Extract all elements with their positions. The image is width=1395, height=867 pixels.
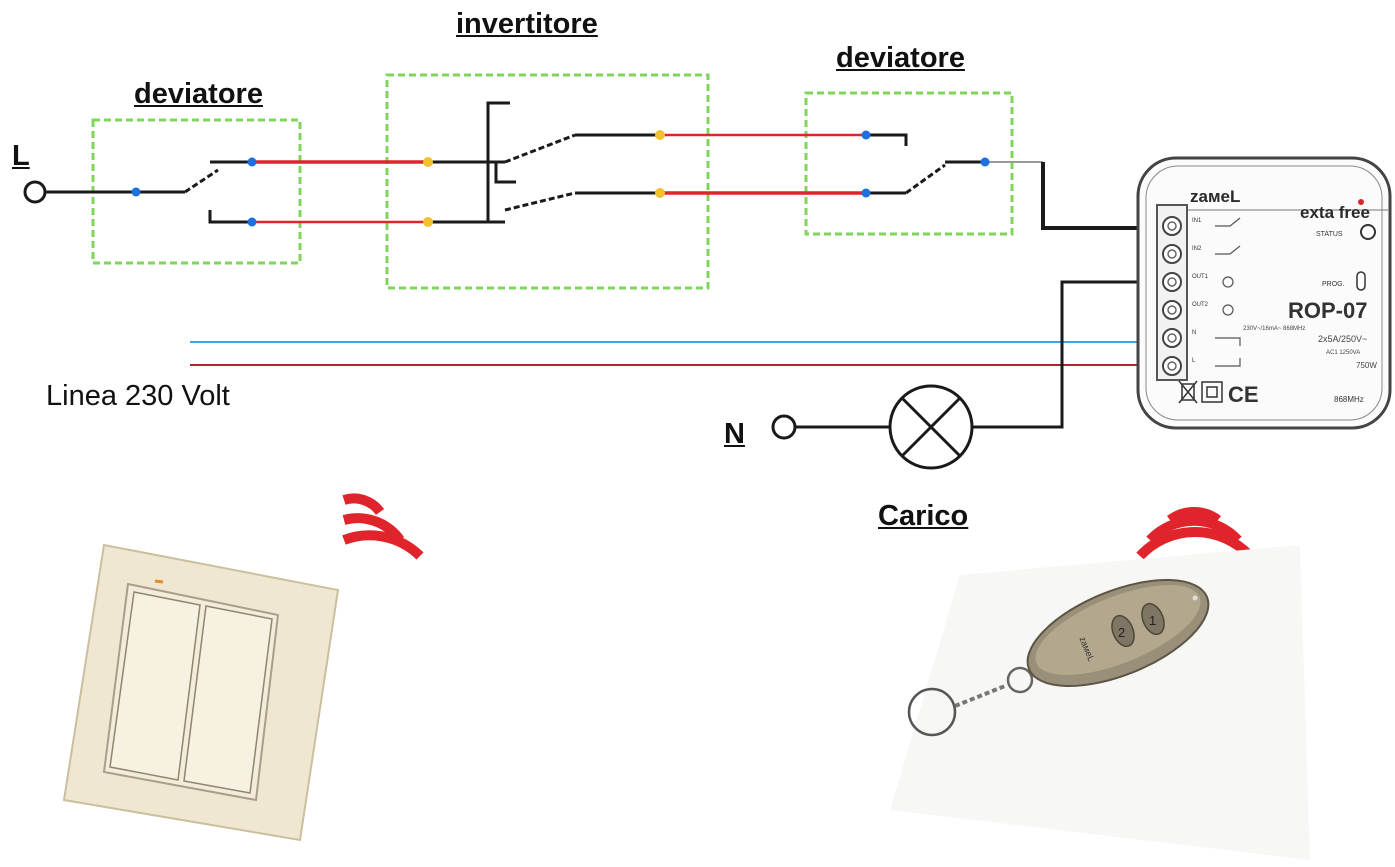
remote-control: 2 1 zaмeL [890,545,1310,860]
rop07-module: zaмeL exta free STATUS PROG. ROP-07 230V… [1136,156,1392,430]
node-yellow [423,217,433,227]
terminal-n: N [1192,330,1196,336]
remote-button-2: 2 [1118,625,1125,640]
wall-switch [62,543,340,842]
label-right-deviator: deviatore [836,42,965,74]
label-load: Carico [878,500,969,532]
terminal-out2: OUT2 [1192,302,1209,308]
node-blue [247,217,257,227]
label-left-deviator: deviatore [134,78,263,110]
terminal-out1: OUT1 [1192,274,1209,280]
prog-button-icon [1356,271,1366,291]
label-line-L: L [12,140,30,172]
node-blue [247,157,257,167]
module-prog-label: PROG. [1322,281,1345,288]
ce-mark: CE [1228,382,1259,407]
node-yellow [655,130,665,140]
node-blue [131,187,141,197]
weee-bin-icon [1178,380,1198,404]
signal-wave-right [1136,507,1254,560]
label-line-230: Linea 230 Volt [46,380,230,412]
terminal-in2: IN2 [1192,246,1202,252]
module-model: ROP-07 [1288,298,1367,323]
invertor-box [385,73,710,290]
module-logo: exta free [1300,203,1370,222]
module-spec-4: 750W [1356,361,1377,370]
module-spec-2: 2x5A/250V~ [1318,334,1367,344]
module-spec-1: 230V~/16mA~ 868MHz [1243,326,1305,332]
double-insulation-icon [1201,381,1223,403]
right-deviator-box [804,91,1014,236]
N-terminal-circle [771,414,797,440]
remote-button-1: 1 [1149,613,1156,628]
module-status-label: STATUS [1316,231,1343,238]
module-spec-3: AC1 1250VA [1326,350,1360,356]
L-terminal-circle [23,180,47,204]
signal-wave-left [342,493,424,560]
label-invertor: invertitore [456,8,598,40]
status-led-icon [1360,224,1376,240]
terminal-in1: IN1 [1192,218,1202,224]
node-blue [980,157,990,167]
node-yellow [423,157,433,167]
node-blue [861,188,871,198]
node-blue [861,130,871,140]
terminal-l: L [1192,358,1196,364]
module-freq: 868MHz [1334,395,1364,404]
module-brand: zaмeL [1190,187,1240,206]
label-line-N: N [724,418,745,450]
node-yellow [655,188,665,198]
